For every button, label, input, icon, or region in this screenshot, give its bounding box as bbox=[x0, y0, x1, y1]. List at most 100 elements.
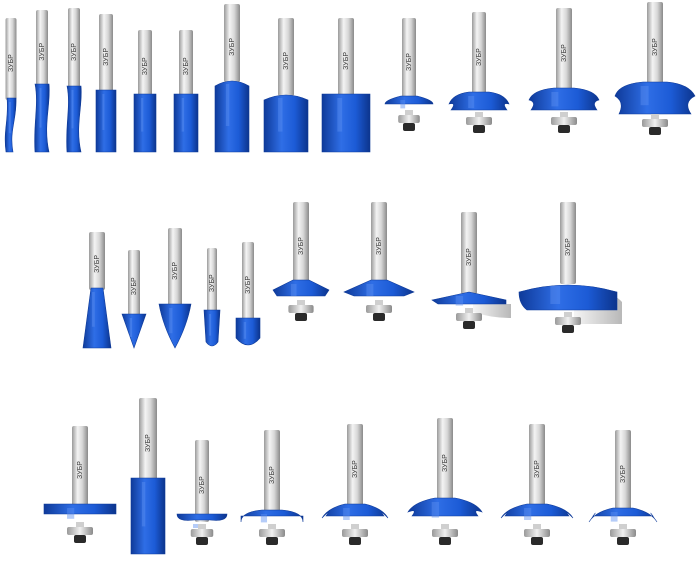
cutter-head bbox=[235, 317, 261, 346]
bearing bbox=[190, 529, 214, 537]
shank bbox=[402, 18, 416, 98]
shank-marking: ЗУБР bbox=[94, 255, 101, 273]
shank bbox=[293, 202, 309, 282]
bearing-axle bbox=[375, 300, 383, 306]
shank-marking: ЗУБР bbox=[199, 476, 206, 494]
router-bit: ЗУБР bbox=[235, 242, 261, 346]
shank bbox=[138, 30, 152, 96]
router-bit: ЗУБР bbox=[263, 18, 309, 153]
shank-marking: ЗУБР bbox=[283, 52, 290, 70]
carbide-cutter bbox=[473, 304, 511, 318]
bearing-screw bbox=[196, 537, 208, 545]
shank-marking: ЗУБР bbox=[343, 52, 350, 70]
bearing-screw bbox=[74, 535, 86, 543]
cutter-highlight bbox=[524, 508, 532, 520]
router-bit: ЗУБР bbox=[176, 440, 228, 545]
shank-marking: ЗУБР bbox=[39, 43, 46, 61]
cutter-highlight bbox=[39, 88, 42, 128]
cutter-highlight bbox=[225, 84, 230, 126]
cutter-highlight bbox=[102, 94, 105, 130]
shank-marking: ЗУБР bbox=[245, 276, 252, 294]
router-bit: ЗУБР bbox=[66, 8, 82, 153]
cutter-highlight bbox=[71, 90, 74, 129]
cutter-highlight bbox=[91, 292, 95, 327]
shank bbox=[437, 418, 453, 500]
cutter-highlight bbox=[455, 296, 464, 306]
cutter-head bbox=[321, 503, 389, 519]
cutter-highlight bbox=[129, 318, 133, 338]
bearing-axle bbox=[268, 524, 276, 530]
cutter-highlight bbox=[278, 98, 283, 132]
cutter-head bbox=[130, 477, 166, 555]
bearing-axle bbox=[564, 312, 572, 318]
cutter-highlight bbox=[366, 284, 374, 296]
cutter-highlight bbox=[141, 98, 144, 132]
shank-marking: ЗУБР bbox=[209, 274, 216, 292]
cutter-head bbox=[448, 91, 510, 111]
bearing-axle bbox=[76, 522, 84, 528]
shank-marking: ЗУБР bbox=[561, 44, 568, 62]
router-bit: ЗУБР bbox=[518, 202, 622, 333]
cutter-highlight bbox=[181, 98, 185, 132]
cutter-highlight bbox=[610, 512, 618, 522]
cutter-head bbox=[407, 497, 483, 517]
shank bbox=[5, 18, 17, 100]
shank-marking: ЗУБР bbox=[565, 238, 572, 256]
cutter-highlight bbox=[551, 92, 559, 107]
shank bbox=[168, 228, 182, 306]
cutter-highlight bbox=[141, 482, 146, 527]
cutter-highlight bbox=[640, 86, 649, 106]
shank bbox=[195, 440, 209, 522]
bearing-screw bbox=[649, 127, 661, 135]
shank-marking: ЗУБР bbox=[77, 461, 84, 479]
bearing-screw bbox=[295, 313, 307, 321]
router-bit: ЗУБР bbox=[321, 18, 371, 153]
cutter-head bbox=[176, 513, 228, 521]
cutter-head bbox=[272, 279, 330, 297]
shank bbox=[36, 10, 48, 86]
cutter-head bbox=[518, 284, 618, 311]
bearing-axle bbox=[619, 524, 627, 530]
cutter-highlight bbox=[243, 322, 247, 339]
router-bit: ЗУБР bbox=[82, 232, 112, 349]
bearing-screw bbox=[531, 537, 543, 545]
shank bbox=[615, 430, 631, 510]
router-bit: ЗУБР bbox=[95, 14, 117, 153]
shank-marking: ЗУБР bbox=[298, 237, 305, 255]
bearing-axle bbox=[351, 524, 359, 530]
cutter-head bbox=[95, 89, 117, 153]
cutter-head bbox=[133, 93, 157, 153]
router-bit: ЗУБР bbox=[121, 250, 147, 349]
shank-marking: ЗУБР bbox=[183, 57, 190, 75]
cutter-head bbox=[173, 93, 199, 153]
cutter-head bbox=[34, 83, 50, 153]
router-bit: ЗУБР bbox=[407, 418, 483, 545]
bearing-axle bbox=[651, 114, 659, 120]
shank-marking: ЗУБР bbox=[406, 53, 413, 71]
cutter-head bbox=[500, 503, 574, 519]
shank-marking: ЗУБР bbox=[652, 38, 659, 56]
cutter-head bbox=[321, 93, 371, 153]
router-bit: ЗУБР bbox=[214, 4, 250, 153]
router-bit: ЗУБР bbox=[448, 12, 510, 133]
bearing-screw bbox=[439, 537, 451, 545]
shank-marking: ЗУБР bbox=[172, 262, 179, 280]
bearing bbox=[456, 313, 482, 321]
bearing-axle bbox=[198, 524, 206, 530]
cutter-head bbox=[158, 303, 192, 349]
bearing bbox=[366, 305, 392, 313]
bearing-screw bbox=[266, 537, 278, 545]
shank-marking: ЗУБР bbox=[103, 48, 110, 66]
shank-marking: ЗУБР bbox=[8, 54, 15, 72]
bearing bbox=[551, 117, 577, 125]
cutter-highlight bbox=[290, 284, 297, 296]
shank bbox=[68, 8, 80, 88]
router-bit: ЗУБР bbox=[43, 426, 117, 543]
shank-marking: ЗУБР bbox=[142, 57, 149, 75]
bearing-axle bbox=[465, 308, 473, 314]
cutter-head bbox=[66, 85, 82, 153]
router-bit: ЗУБР bbox=[614, 2, 696, 135]
cutter-highlight bbox=[468, 96, 475, 108]
shank bbox=[139, 398, 157, 480]
